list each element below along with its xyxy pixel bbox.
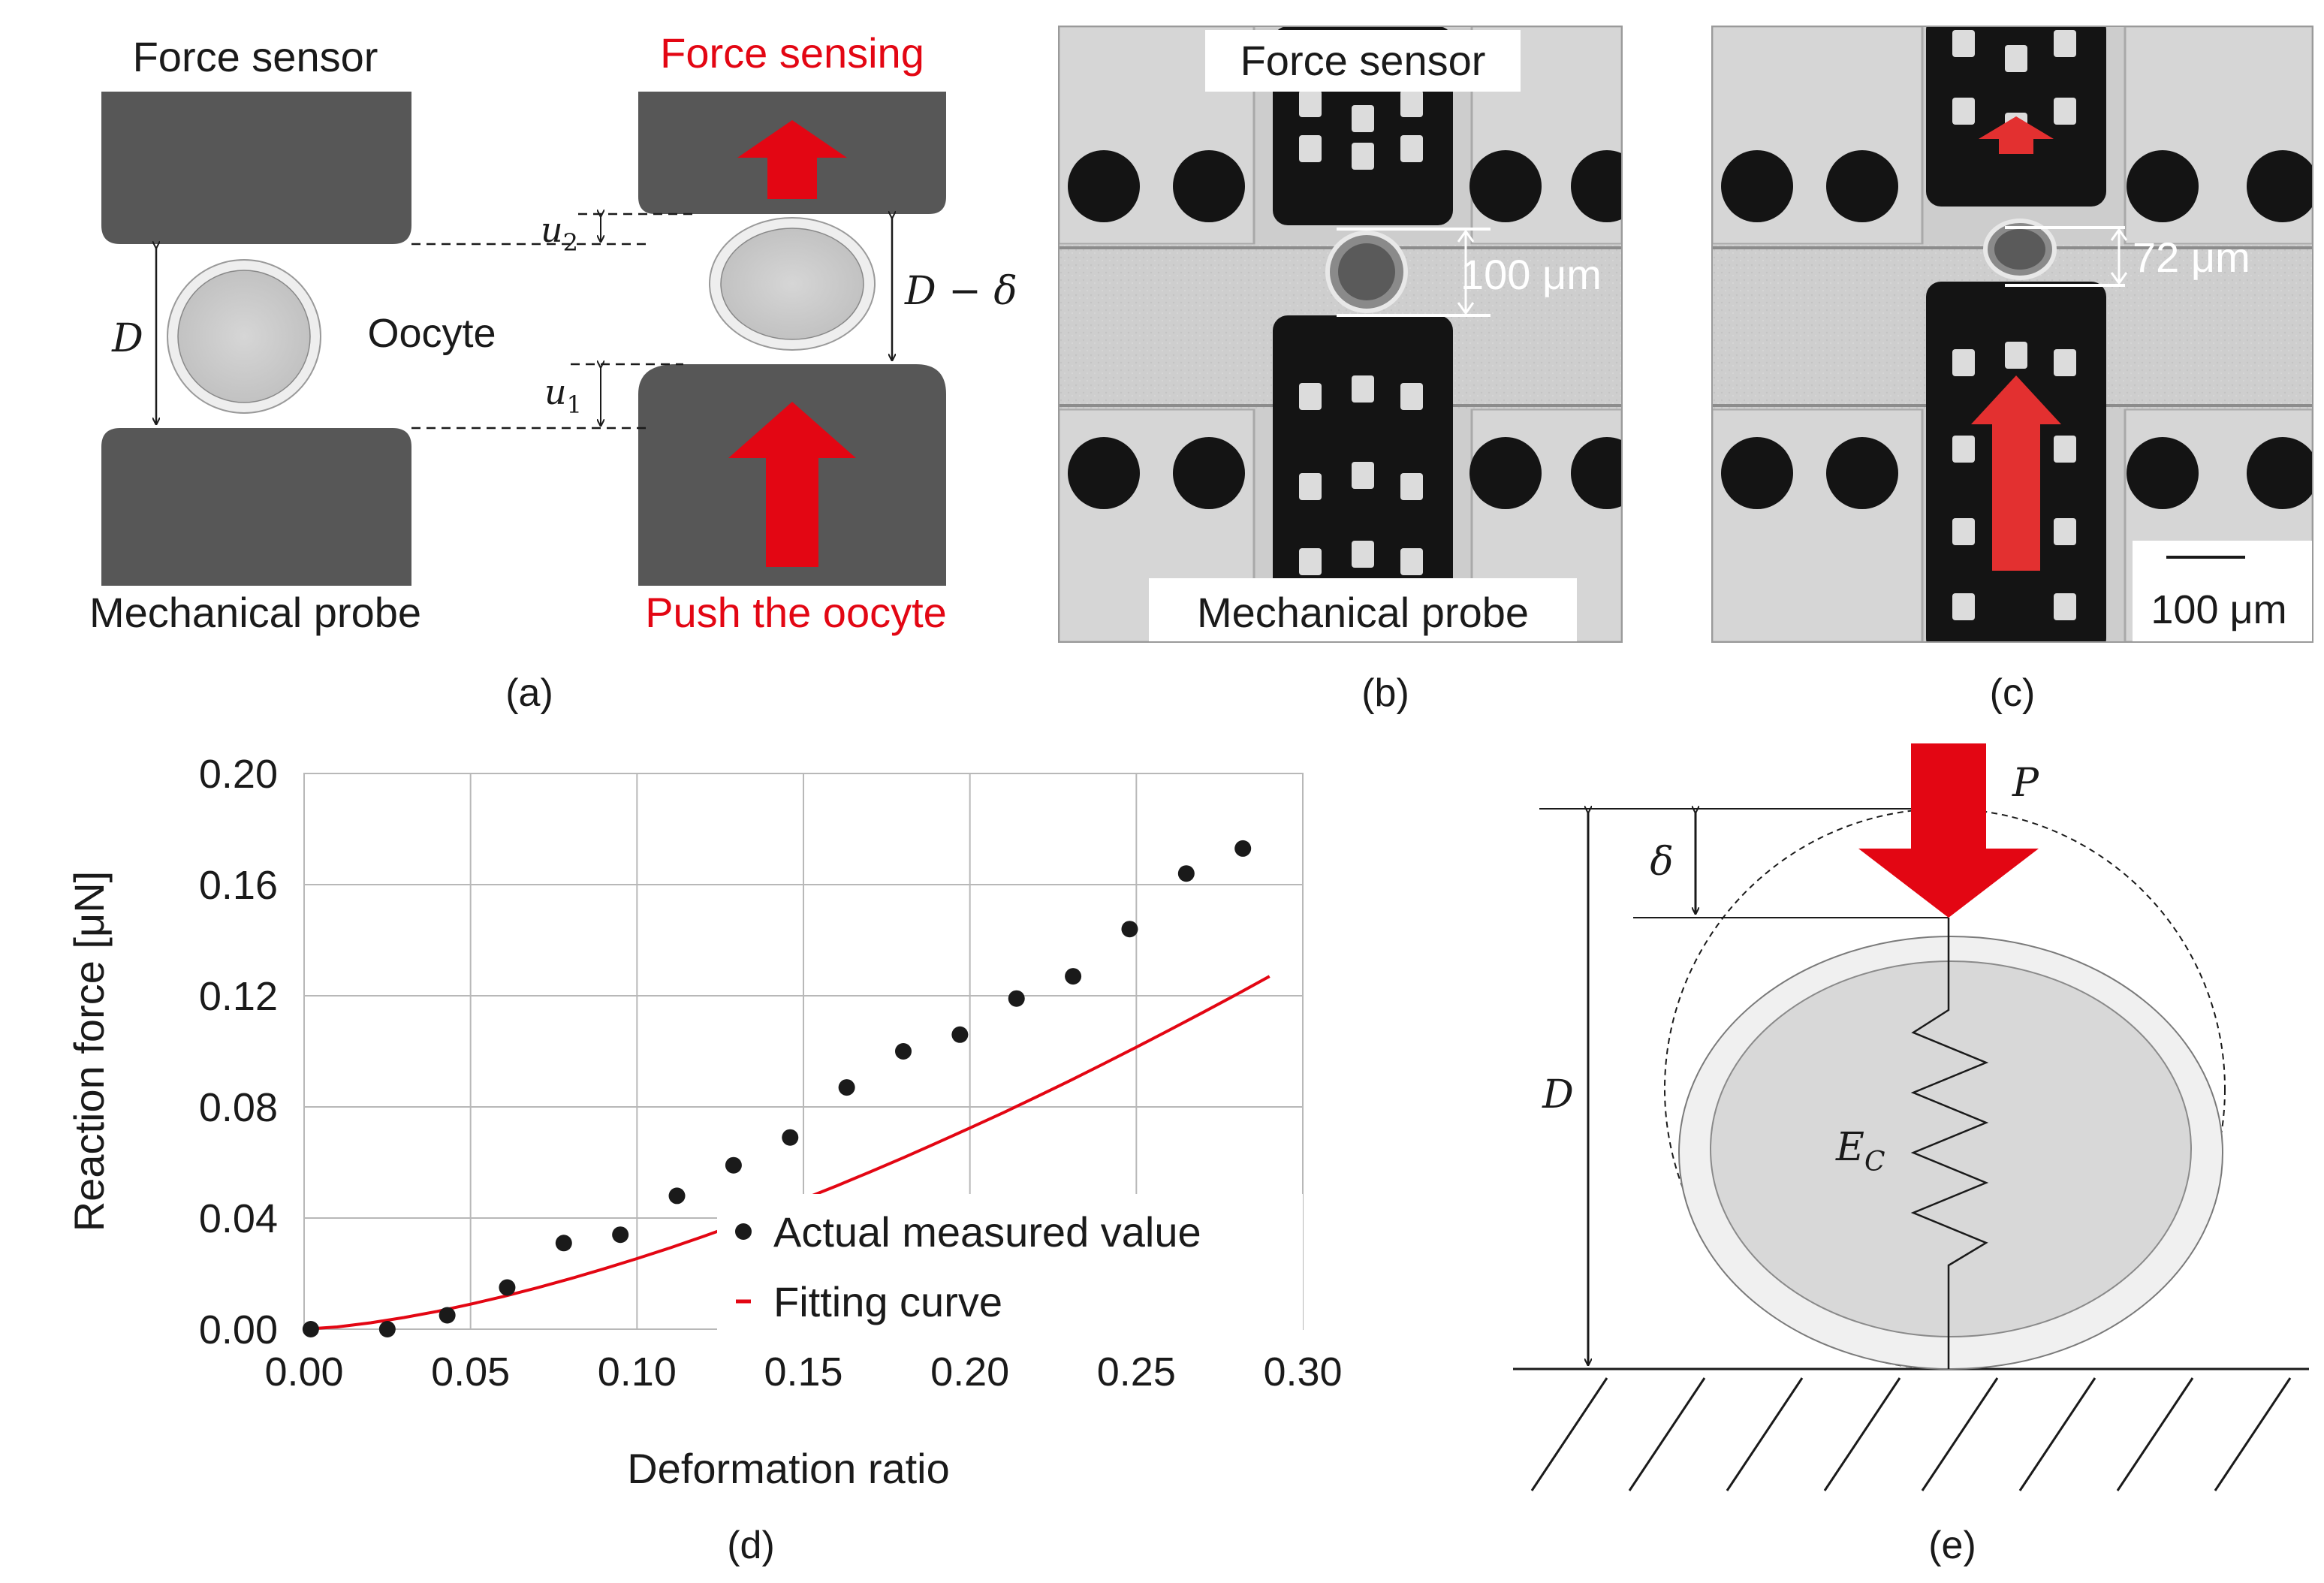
mechanical-probe-label: Mechanical probe: [89, 589, 421, 636]
legend-background: [717, 1194, 1303, 1333]
sensor-arrow-c: [1979, 116, 2054, 154]
x-tick-label: 0.20: [930, 1349, 1009, 1395]
force-arrow-p: [1858, 743, 2039, 918]
force-sensor-label-b: Force sensor: [1240, 37, 1486, 84]
data-point: [1065, 968, 1082, 985]
y-tick-label: 0.00: [199, 1307, 278, 1352]
data-point: [439, 1307, 456, 1324]
delta-label: δ: [1650, 840, 1673, 885]
data-point: [838, 1079, 855, 1096]
oocyte-label: Oocyte: [367, 311, 496, 356]
data-point: [1008, 990, 1025, 1007]
gap-label-b: 100 μm: [1460, 251, 1602, 298]
spring-ec: [1910, 918, 1989, 1369]
y-tick-label: 0.16: [199, 863, 278, 908]
d-label-left: D: [111, 316, 143, 361]
measured-points: [302, 840, 1252, 1337]
p-label: P: [2012, 761, 2039, 806]
x-axis-title: Deformation ratio: [627, 1445, 950, 1492]
data-point: [668, 1187, 686, 1205]
panel-c: 72 μm 100 μm (c): [1711, 26, 2313, 715]
x-tick-label: 0.00: [264, 1349, 343, 1395]
up-arrow-large: [728, 402, 856, 567]
oocyte-inner-left: [177, 270, 311, 403]
probe-block-left: [101, 428, 411, 586]
sensor-block-left: [101, 92, 411, 244]
legend-marker-points: [735, 1223, 752, 1240]
u1-label: u1: [544, 372, 582, 419]
gap-label-c: 72 μm: [2133, 234, 2250, 281]
caption-d: (d): [727, 1524, 775, 1567]
push-oocyte-label: Push the oocyte: [645, 589, 947, 636]
panel-b: 100 μm Force sensor Mechanical probe (b): [1058, 26, 1623, 715]
x-tick-labels: 0.00 0.05 0.10 0.15 0.20 0.25 0.30: [264, 1349, 1342, 1395]
data-point: [302, 1321, 319, 1337]
data-point: [725, 1156, 742, 1174]
mechanical-probe-label-b: Mechanical probe: [1197, 589, 1529, 636]
deformed-cell-inner: [1710, 960, 2192, 1337]
holes-b: [1068, 150, 1622, 509]
legend-label-curve: Fitting curve: [773, 1278, 1002, 1325]
y-tick-label: 0.12: [199, 974, 278, 1019]
caption-e: (e): [1928, 1524, 1976, 1567]
x-tick-label: 0.30: [1263, 1349, 1342, 1395]
legend-label-points: Actual measured value: [773, 1208, 1201, 1256]
caption-b: (b): [1361, 671, 1409, 715]
caption-a: (a): [505, 671, 553, 715]
panel-e: D δ P EC (e): [1513, 743, 2309, 1567]
data-point: [1177, 865, 1195, 882]
x-tick-label: 0.10: [598, 1349, 677, 1395]
force-sensing-label: Force sensing: [660, 29, 924, 77]
force-sensor-label: Force sensor: [133, 33, 378, 80]
x-tick-label: 0.25: [1097, 1349, 1176, 1395]
probe-arrow-c: [1971, 375, 2061, 571]
data-point: [499, 1279, 516, 1296]
d-label-e: D: [1542, 1072, 1574, 1117]
data-point: [895, 1043, 912, 1060]
x-tick-label: 0.15: [764, 1349, 842, 1395]
data-point: [951, 1026, 969, 1043]
data-point: [555, 1235, 572, 1252]
y-axis-title: Reaction force [μN]: [65, 871, 113, 1232]
panel-a: Force sensor Force sensing D Oocyte: [89, 29, 1017, 715]
x-tick-label: 0.05: [431, 1349, 510, 1395]
oocyte-inner-right: [720, 228, 864, 340]
chart-legend: Actual measured value Fitting curve: [717, 1194, 1303, 1333]
y-tick-labels: 0.00 0.04 0.08 0.12 0.16 0.20: [199, 752, 278, 1352]
y-tick-label: 0.04: [199, 1196, 278, 1241]
data-point: [1234, 840, 1252, 857]
holes-c: [1721, 150, 2313, 509]
data-point: [612, 1226, 629, 1244]
ground-hatch: [1530, 1377, 2292, 1491]
d-minus-delta-label: D − δ: [904, 269, 1017, 314]
u2-label: u2: [541, 210, 578, 257]
scale-bar-label: 100 μm: [2151, 587, 2286, 632]
data-point: [378, 1321, 396, 1337]
data-point: [782, 1129, 799, 1146]
y-tick-label: 0.08: [199, 1085, 278, 1130]
up-arrow-small: [737, 120, 847, 199]
y-tick-label: 0.20: [199, 752, 278, 797]
data-point: [1121, 921, 1138, 938]
caption-c: (c): [1990, 671, 2036, 715]
ec-label: EC: [1835, 1125, 1885, 1177]
